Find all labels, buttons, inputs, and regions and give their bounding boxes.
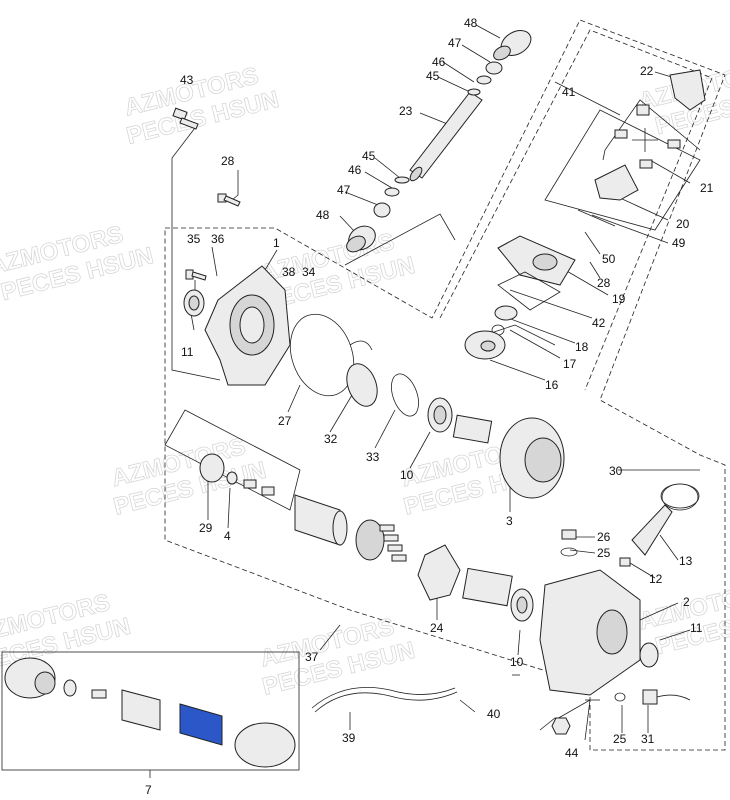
callout-39: 39 <box>342 731 356 745</box>
o-ring-30 <box>660 483 700 509</box>
callout-47b: 47 <box>337 183 351 197</box>
callout-46a: 46 <box>432 55 446 69</box>
gasket-42 <box>497 271 561 311</box>
callout-35: 35 <box>187 232 201 246</box>
disc-16 <box>464 330 506 360</box>
coupler-bottom <box>346 176 410 253</box>
spacer-32 <box>346 363 378 407</box>
nut-44 <box>551 717 571 735</box>
callout-45a: 45 <box>426 69 440 83</box>
cam-plate <box>355 519 407 562</box>
callout-22: 22 <box>640 64 654 78</box>
callout-41: 41 <box>562 85 576 99</box>
yoke-22 <box>669 69 706 111</box>
callout-25a: 25 <box>597 546 611 560</box>
ring-gear-3 <box>452 414 565 499</box>
callout-43: 43 <box>180 73 194 87</box>
leader-lines <box>149 24 700 778</box>
callout-1: 1 <box>273 236 280 250</box>
callout-2: 2 <box>683 595 690 609</box>
callout-23: 23 <box>399 104 413 118</box>
callout-11a: 11 <box>181 345 194 359</box>
callout-28a: 28 <box>221 154 235 168</box>
callout-12: 12 <box>649 572 663 586</box>
snap-ring-34 <box>349 340 373 351</box>
washer-4 <box>226 471 275 496</box>
coupler-top <box>467 30 532 96</box>
flange-19 <box>497 235 576 286</box>
callout-17: 17 <box>563 357 577 371</box>
bolt-35 <box>185 269 207 281</box>
front-housing-1 <box>204 265 291 386</box>
breather-hose-39 <box>311 687 458 713</box>
pinion-13 <box>619 483 699 567</box>
callout-33: 33 <box>366 450 380 464</box>
callout-11b: 11 <box>690 621 703 635</box>
bearing-10-bottom <box>510 588 534 622</box>
callout-28b: 28 <box>597 276 611 290</box>
callout-31: 31 <box>641 732 655 746</box>
inset-box-7 <box>1 651 300 771</box>
callout-13: 13 <box>679 554 693 568</box>
seal-18 <box>494 305 518 321</box>
bearing-10-top <box>427 397 453 433</box>
assembly-outlines <box>164 19 726 751</box>
sleeve-29 <box>199 453 225 483</box>
seal-11-left <box>183 289 205 317</box>
callout-19: 19 <box>612 292 626 306</box>
callout-26: 26 <box>597 530 611 544</box>
callout-25b: 25 <box>613 732 627 746</box>
snap-ring-33 <box>391 373 419 417</box>
bolt-28-top <box>217 193 241 207</box>
callout-49: 49 <box>672 236 686 250</box>
callout-labels: 48 47 46 45 23 45 46 47 48 43 28 35 36 1… <box>145 16 714 797</box>
callout-37: 37 <box>305 650 319 664</box>
callout-45b: 45 <box>362 149 376 163</box>
callout-46b: 46 <box>348 163 362 177</box>
callout-10b: 10 <box>510 655 524 669</box>
callout-48a: 48 <box>464 16 478 30</box>
callout-4: 4 <box>224 529 231 543</box>
callout-50: 50 <box>602 252 616 266</box>
bolt-43 <box>172 107 199 130</box>
callout-40: 40 <box>487 707 501 721</box>
callout-32: 32 <box>324 432 338 446</box>
plug-26 <box>560 529 578 557</box>
roller-cage <box>294 494 348 546</box>
callout-44: 44 <box>565 746 579 760</box>
yoke-20 <box>594 164 639 201</box>
seal-11-right <box>639 642 659 668</box>
u-joint-21 <box>614 104 681 169</box>
callout-10a: 10 <box>400 468 414 482</box>
callout-30: 30 <box>609 464 623 478</box>
sensor-31 <box>614 689 691 705</box>
drive-shaft-23 <box>409 91 483 182</box>
callout-20: 20 <box>676 217 690 231</box>
callout-21: 21 <box>700 181 714 195</box>
callout-29: 29 <box>199 521 213 535</box>
callout-36: 36 <box>211 232 225 246</box>
callout-16: 16 <box>545 378 559 392</box>
callout-42: 42 <box>592 316 606 330</box>
callout-24: 24 <box>430 621 444 635</box>
callout-27: 27 <box>278 414 292 428</box>
callout-47a: 47 <box>448 36 462 50</box>
callout-3: 3 <box>506 514 513 528</box>
sleeve-ring <box>462 567 513 607</box>
pin-49 <box>577 209 616 227</box>
plate-24 <box>417 544 461 601</box>
callout-38: 38 <box>282 265 296 279</box>
callout-48b: 48 <box>316 208 330 222</box>
callout-18: 18 <box>575 340 589 354</box>
callout-34: 34 <box>302 265 316 279</box>
callout-7: 7 <box>145 783 152 797</box>
main-housing-2 <box>539 569 641 696</box>
